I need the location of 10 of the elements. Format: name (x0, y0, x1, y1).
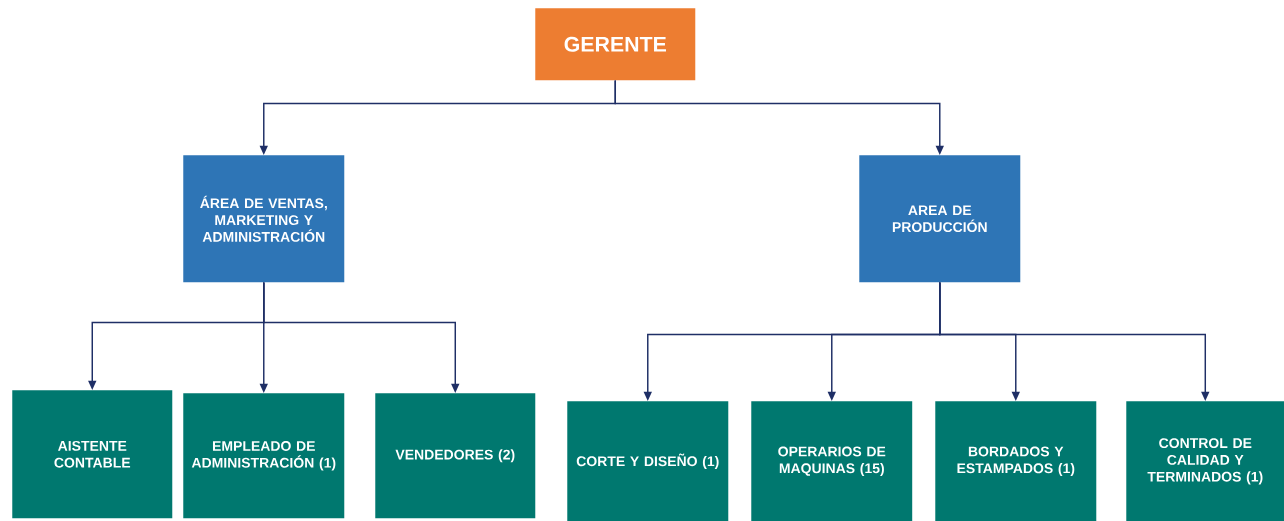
role-box: OPERARIOS DE MAQUINAS (15) (751, 401, 913, 521)
role-box: VENDEDORES (2) (375, 393, 536, 519)
role-box: BORDADOS Y ESTAMPADOS (1) (935, 401, 1097, 521)
manager-box: GERENTE (535, 8, 696, 81)
role-box: AISTENTE CONTABLE (12, 390, 173, 519)
role-box: CONTROL DE CALIDAD Y TERMINADOS (1) (1126, 401, 1284, 521)
department-box: AREA DE PRODUCCIÓN (859, 155, 1021, 283)
department-box: ÁREA DE VENTAS, MARKETING Y ADMINISTRACIÓN (183, 155, 345, 283)
role-box: EMPLEADO DE ADMINISTRACIÓN (1) (183, 393, 345, 519)
role-box: CORTE Y DISEÑO (1) (567, 401, 729, 521)
